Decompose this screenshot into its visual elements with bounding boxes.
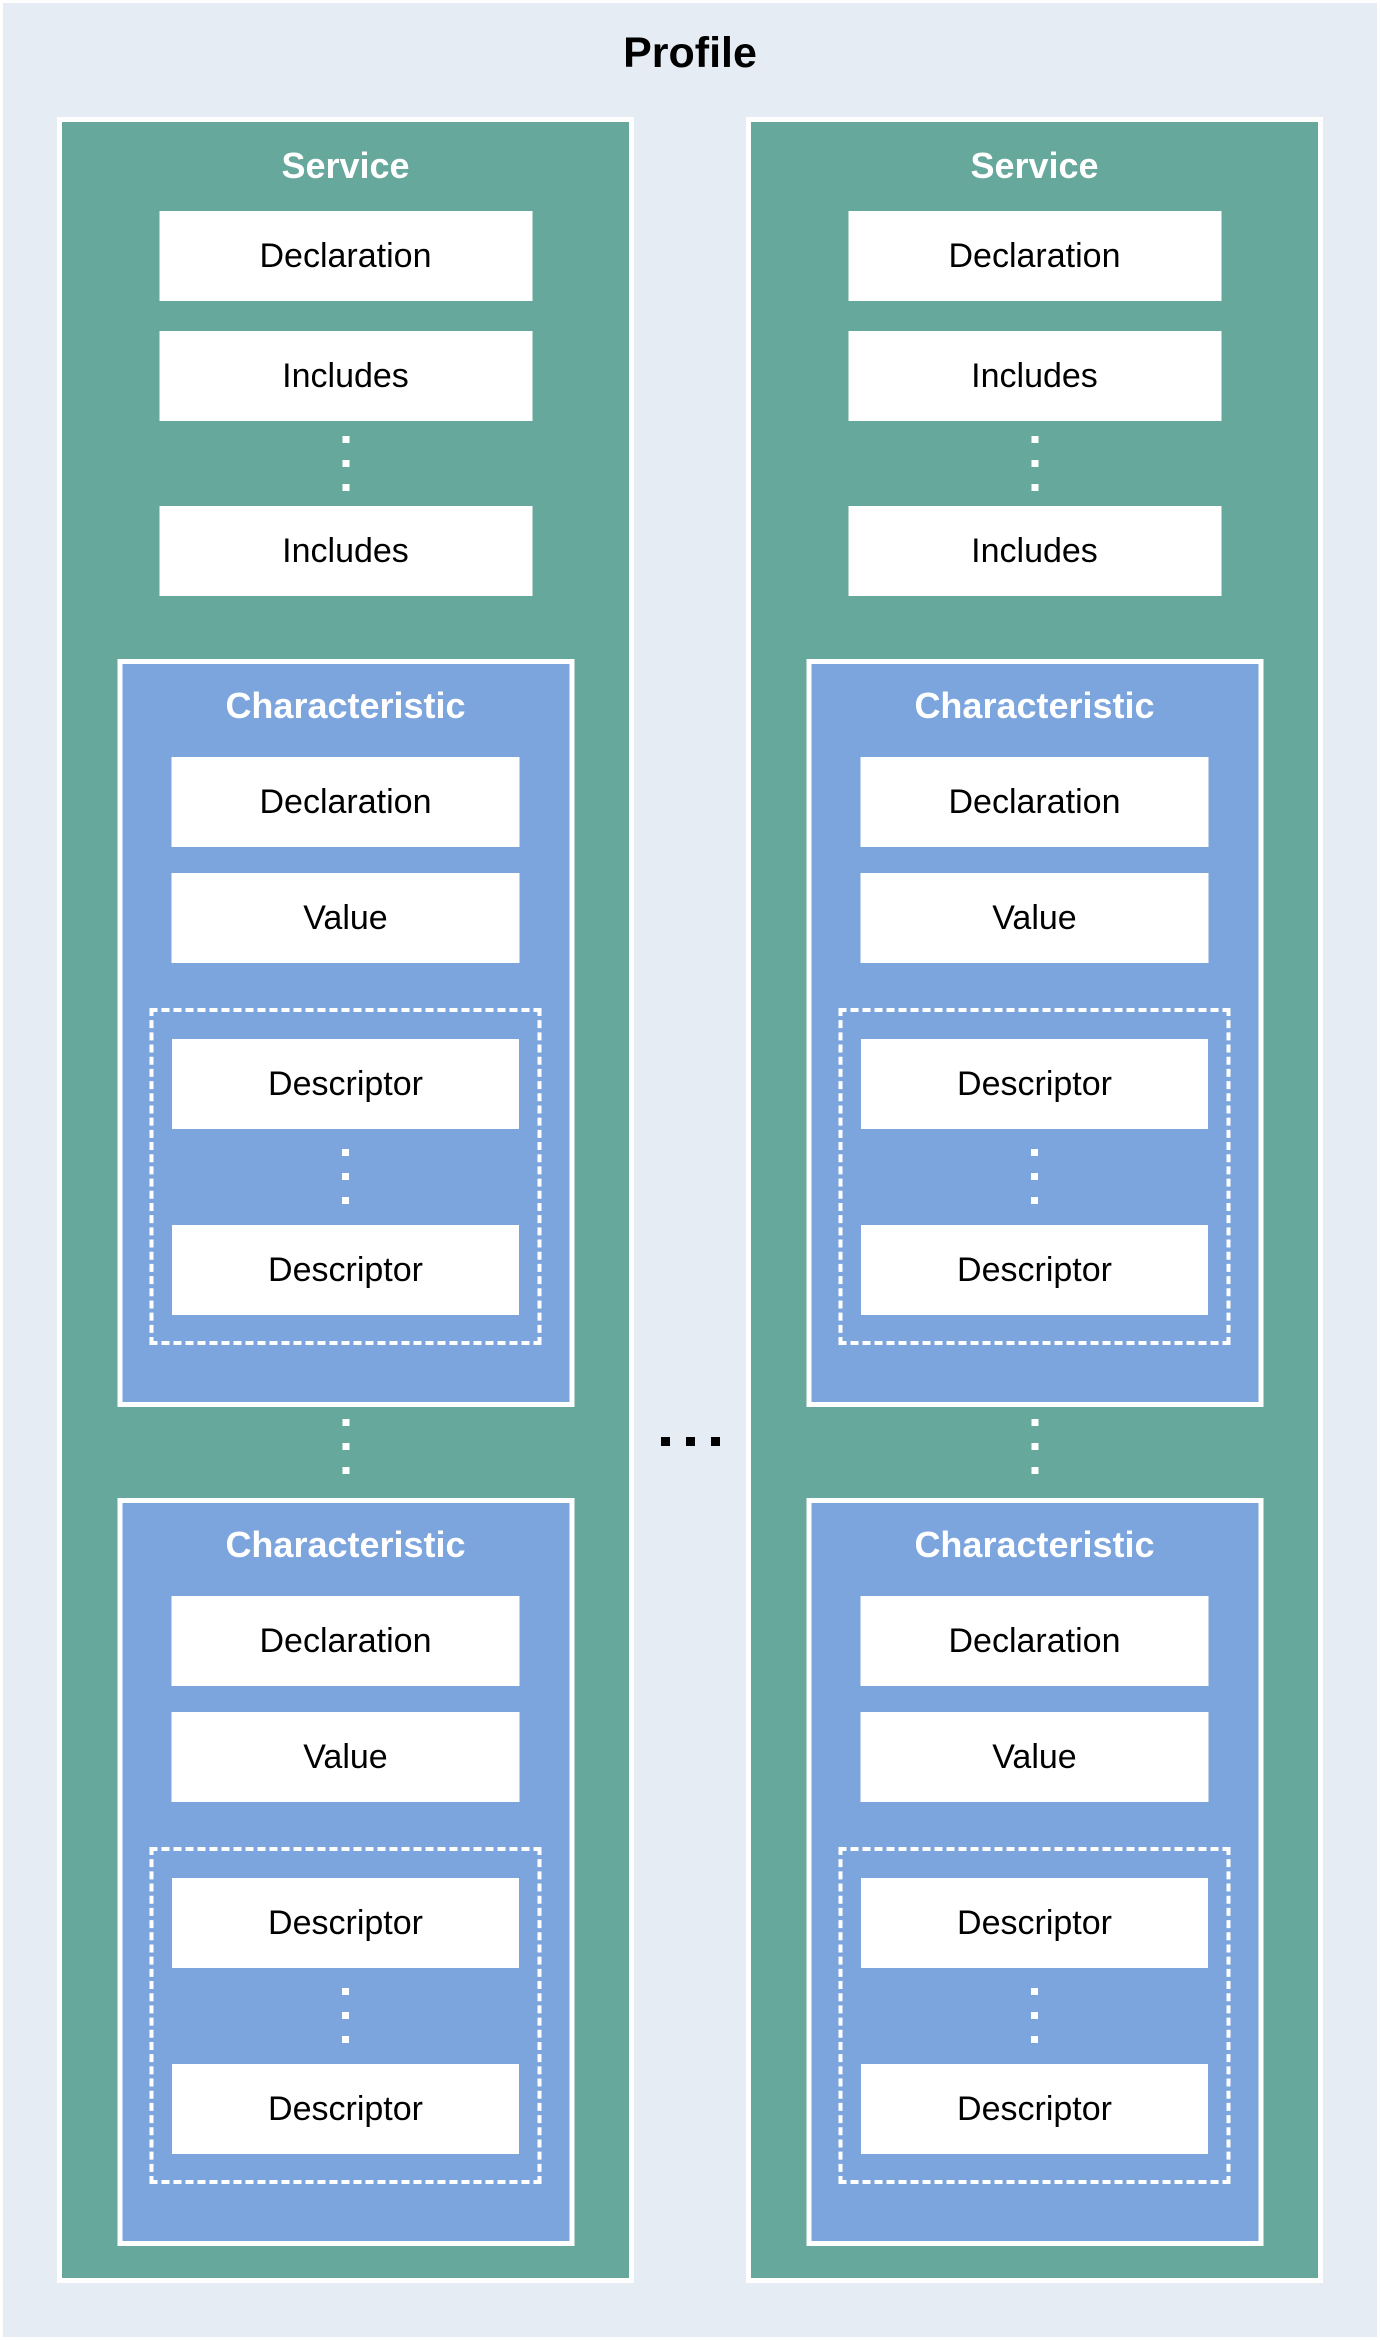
service-declaration-box: Declaration (159, 211, 532, 301)
ellipsis-dot (710, 1437, 720, 1446)
ellipsis-dot (342, 484, 349, 491)
vertical-ellipsis-icon (1031, 1149, 1038, 1204)
page-title: Profile (623, 29, 757, 77)
ellipsis-dot (1031, 1467, 1038, 1474)
characteristic-box: Characteristic Declaration Value Descrip… (117, 659, 574, 1407)
ellipsis-dot (1031, 1173, 1038, 1180)
characteristic-title: Characteristic (914, 1524, 1155, 1565)
characteristic-title: Characteristic (914, 685, 1155, 726)
descriptor-group: Descriptor Descriptor (149, 1847, 542, 2184)
descriptor-box: Descriptor (861, 1225, 1208, 1315)
ellipsis-dot (1031, 1419, 1038, 1426)
ellipsis-dot (1031, 484, 1038, 491)
characteristic-declaration-box: Declaration (171, 757, 520, 847)
descriptor-group: Descriptor Descriptor (838, 1847, 1231, 2184)
service-title: Service (281, 145, 410, 186)
descriptor-group: Descriptor Descriptor (838, 1008, 1231, 1345)
descriptor-group: Descriptor Descriptor (149, 1008, 542, 1345)
descriptor-box: Descriptor (172, 1225, 519, 1315)
includes-box: Includes (159, 506, 532, 596)
ellipsis-dot (1031, 2036, 1038, 2043)
ellipsis-dot (342, 1173, 349, 1180)
characteristic-box: Characteristic Declaration Value Descrip… (806, 1498, 1263, 2246)
ellipsis-dot (342, 436, 349, 443)
characteristic-declaration-box: Declaration (171, 1596, 520, 1686)
ellipsis-dot (342, 2036, 349, 2043)
service-box: Service Declaration Includes Includes Ch… (746, 117, 1323, 2283)
characteristic-value-box: Value (171, 1712, 520, 1802)
ellipsis-dot (342, 2012, 349, 2019)
descriptor-box: Descriptor (861, 1878, 1208, 1968)
vertical-ellipsis-icon (1031, 436, 1038, 491)
vertical-ellipsis-icon (342, 1149, 349, 1204)
ellipsis-dot (1031, 1149, 1038, 1156)
service-title: Service (970, 145, 1099, 186)
includes-box: Includes (159, 331, 532, 421)
characteristic-title: Characteristic (225, 1524, 466, 1565)
ellipsis-dot (1031, 1443, 1038, 1450)
ellipsis-dot (342, 1197, 349, 1204)
ellipsis-dot (342, 1419, 349, 1426)
ellipsis-dot (1031, 1197, 1038, 1204)
ellipsis-dot (1031, 460, 1038, 467)
vertical-ellipsis-icon (342, 1419, 349, 1474)
descriptor-box: Descriptor (172, 1039, 519, 1129)
descriptor-box: Descriptor (861, 2064, 1208, 2154)
characteristic-declaration-box: Declaration (860, 757, 1209, 847)
vertical-ellipsis-icon (1031, 1419, 1038, 1474)
characteristic-value-box: Value (860, 1712, 1209, 1802)
ellipsis-dot (1031, 1988, 1038, 1995)
characteristic-box: Characteristic Declaration Value Descrip… (117, 1498, 574, 2246)
descriptor-box: Descriptor (861, 1039, 1208, 1129)
ellipsis-dot (1031, 436, 1038, 443)
ellipsis-dot (342, 1467, 349, 1474)
service-box: Service Declaration Includes Includes Ch… (57, 117, 634, 2283)
ellipsis-dot (1031, 2012, 1038, 2019)
horizontal-ellipsis-icon (0, 1437, 1380, 1446)
characteristic-title: Characteristic (225, 685, 466, 726)
ellipsis-dot (660, 1437, 670, 1446)
characteristic-value-box: Value (860, 873, 1209, 963)
descriptor-box: Descriptor (172, 2064, 519, 2154)
characteristic-value-box: Value (171, 873, 520, 963)
service-declaration-box: Declaration (848, 211, 1221, 301)
includes-box: Includes (848, 331, 1221, 421)
characteristic-box: Characteristic Declaration Value Descrip… (806, 659, 1263, 1407)
vertical-ellipsis-icon (342, 1988, 349, 2043)
ellipsis-dot (342, 460, 349, 467)
ellipsis-dot (342, 1988, 349, 1995)
vertical-ellipsis-icon (342, 436, 349, 491)
includes-box: Includes (848, 506, 1221, 596)
ellipsis-dot (342, 1443, 349, 1450)
ellipsis-dot (685, 1437, 695, 1446)
characteristic-declaration-box: Declaration (860, 1596, 1209, 1686)
vertical-ellipsis-icon (1031, 1988, 1038, 2043)
descriptor-box: Descriptor (172, 1878, 519, 1968)
ellipsis-dot (342, 1149, 349, 1156)
